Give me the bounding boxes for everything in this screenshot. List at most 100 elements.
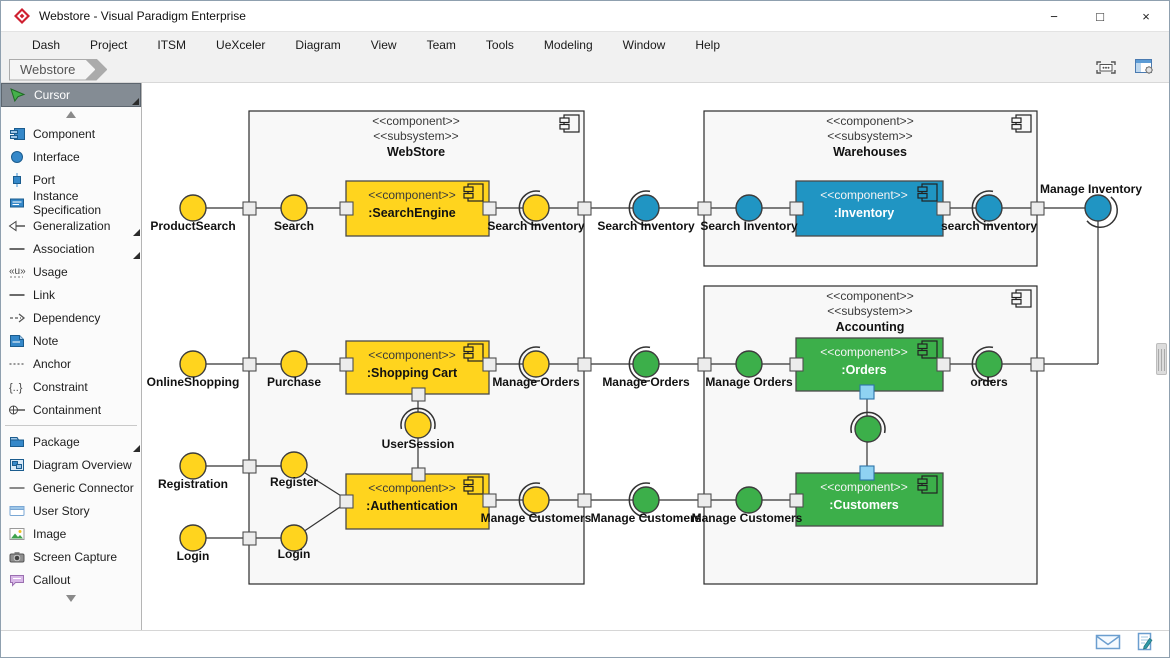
interface-login[interactable] [179,524,207,552]
port[interactable] [242,531,257,546]
toolbox-item-port[interactable]: Port [1,168,141,191]
interface-manage-orders[interactable] [522,350,550,378]
diagram-tab-webstore[interactable]: Webstore [10,60,95,80]
toolbox-item-constraint[interactable]: {..} Constraint [1,375,141,398]
interface-search-inventory-lc[interactable] [975,194,1003,222]
toolbox-item-cursor[interactable]: Cursor [1,83,141,107]
port[interactable] [411,467,426,482]
interface-login[interactable] [280,524,308,552]
menu-project[interactable]: Project [90,37,128,52]
port[interactable] [411,387,426,402]
toolbox-item-user-story[interactable]: User Story [1,499,141,522]
component-inventory[interactable]: <<component>> :Inventory [795,180,944,237]
port[interactable] [482,493,497,508]
toolbox-item-generic-connector[interactable]: Generic Connector [1,476,141,499]
toolbox-scroll-down[interactable] [1,591,141,606]
minimize-button[interactable]: − [1050,8,1058,24]
menu-tools[interactable]: Tools [485,37,514,52]
port[interactable] [339,357,354,372]
interface-product-search[interactable] [179,194,207,222]
interface-manage-orders[interactable] [735,350,763,378]
component-authentication[interactable]: <<component>> :Authentication [345,473,490,530]
toolbox-item-interface[interactable]: Interface [1,145,141,168]
menu-help[interactable]: Help [695,37,720,52]
port[interactable] [242,459,257,474]
toolbox-item-component[interactable]: Component [1,122,141,145]
interface-orders-customers[interactable] [854,415,882,443]
interface-manage-customers[interactable] [632,486,660,514]
menu-diagram[interactable]: Diagram [295,37,341,52]
toolbox-item-containment[interactable]: Containment [1,398,141,421]
menu-dash[interactable]: Dash [32,37,61,52]
mail-icon[interactable] [1095,633,1121,656]
menu-team[interactable]: Team [426,37,456,52]
toolbox-item-association[interactable]: Association [1,237,141,260]
interface-register[interactable] [280,451,308,479]
port[interactable] [577,357,592,372]
port[interactable] [242,357,257,372]
toolbox-scroll-up[interactable] [1,107,141,122]
port[interactable] [936,357,951,372]
menu-window[interactable]: Window [622,37,666,52]
interface-manage-customers[interactable] [735,486,763,514]
interface-manage-orders[interactable] [632,350,660,378]
breadcrumb[interactable]: Webstore [9,59,107,81]
interface-purchase[interactable] [280,350,308,378]
maximize-button[interactable]: □ [1096,8,1104,24]
diagram-canvas[interactable]: <<component>> <<subsystem>> WebStore <<c… [142,83,1169,630]
port[interactable] [577,493,592,508]
interface-online-shopping[interactable] [179,350,207,378]
port[interactable] [482,201,497,216]
menu-view[interactable]: View [370,37,397,52]
interface-orders[interactable] [975,350,1003,378]
toolbox-item-diagram-overview[interactable]: Diagram Overview [1,453,141,476]
toolbox-item-link[interactable]: Link [1,283,141,306]
close-button[interactable]: × [1142,8,1150,24]
port[interactable] [577,201,592,216]
interface-search-inventory[interactable] [522,194,550,222]
toolbox-item-instance-specification[interactable]: Instance Specification [1,189,141,217]
toolbox-item-anchor[interactable]: Anchor [1,352,141,375]
port[interactable] [482,357,497,372]
ports[interactable] [242,201,1045,546]
port[interactable] [789,357,804,372]
port[interactable] [339,494,354,509]
interface-search-inventory[interactable] [735,194,763,222]
component-search-engine[interactable]: <<component>> :SearchEngine [345,180,490,237]
port-selected[interactable] [859,384,875,400]
port[interactable] [1030,201,1045,216]
port[interactable] [936,201,951,216]
interface-registration[interactable] [179,452,207,480]
port[interactable] [789,493,804,508]
port-selected[interactable] [859,465,875,481]
toolbox-item-package[interactable]: Package [1,430,141,453]
interface-user-session[interactable] [404,411,432,439]
toolbox-item-image[interactable]: Image [1,522,141,545]
interface-manage-inventory[interactable] [1084,194,1112,222]
interface-search[interactable] [280,194,308,222]
interface-search-inventory[interactable] [632,194,660,222]
component-customers[interactable]: <<component>> :Customers [795,472,944,527]
fit-to-window-icon[interactable] [1091,57,1121,83]
component-orders[interactable]: <<component>> :Orders [795,337,944,392]
collapsed-panel-grip[interactable] [1156,343,1167,375]
menu-modeling[interactable]: Modeling [543,37,593,52]
port[interactable] [1030,357,1045,372]
toolbox-item-screen-capture[interactable]: Screen Capture [1,545,141,568]
edit-log-icon[interactable] [1135,632,1155,657]
toolbox-item-callout[interactable]: Callout [1,568,141,591]
interface-balls[interactable] [179,194,1112,552]
toolbox-item-generalization[interactable]: Generalization [1,214,141,237]
port[interactable] [697,357,712,372]
toolbox-item-note[interactable]: Note [1,329,141,352]
port[interactable] [697,201,712,216]
toolbox-item-usage[interactable]: «u» Usage [1,260,141,283]
port[interactable] [789,201,804,216]
component-shopping-cart[interactable]: <<component>> :Shopping Cart [345,340,490,395]
menu-uexceler[interactable]: UeXceler [216,37,266,52]
toolbox-item-dependency[interactable]: Dependency [1,306,141,329]
menu-itsm[interactable]: ITSM [157,37,187,52]
diagram-panel-icon[interactable] [1131,56,1159,83]
port[interactable] [242,201,257,216]
port[interactable] [697,493,712,508]
